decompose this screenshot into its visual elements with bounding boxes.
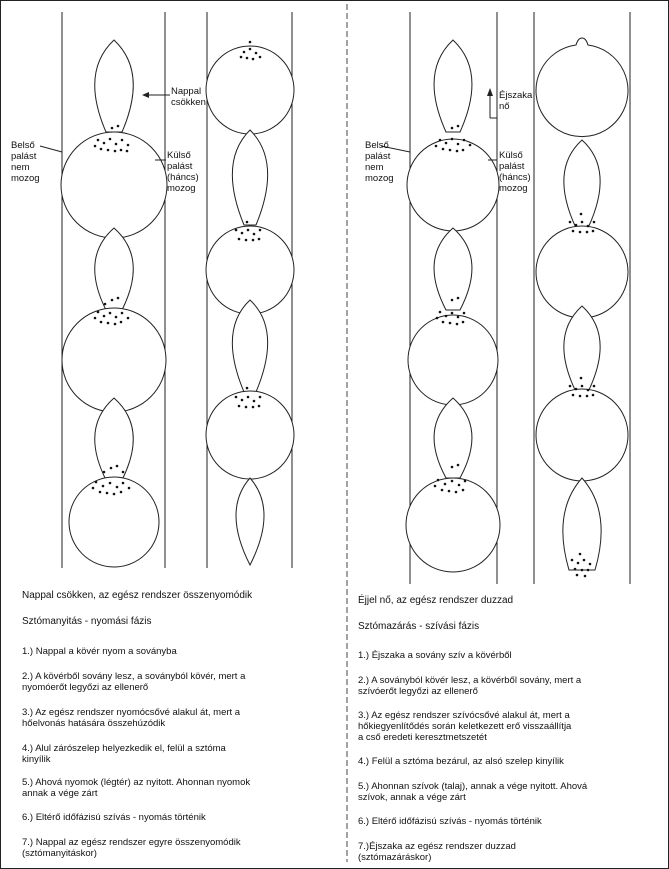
left-step-4-line-1: 4.) Alul zárószelep helyezkedik el, felü… xyxy=(22,743,227,754)
round-chamber xyxy=(535,388,629,482)
left-step-3-line-2: hőelvonás hatására összehúzódik xyxy=(22,718,165,729)
left-subheading: Sztómanyitás - nyomási fázis xyxy=(22,616,152,627)
left-step-2-line-2: nyomóerőt legyőzi az ellenerő xyxy=(22,682,148,693)
annotation-kulso-4: mozog xyxy=(167,183,196,194)
round-chamber xyxy=(68,476,160,568)
right-step-2-line-1: 2.) A soványból kövér lesz, a kövérből s… xyxy=(358,675,582,686)
left-step-7-line-1: 7.) Nappal az egész rendszer egyre össze… xyxy=(22,837,241,848)
round-chamber xyxy=(205,390,295,480)
right-particles xyxy=(433,124,596,578)
left-step-4-line-2: kinyílik xyxy=(22,754,51,765)
round-chamber xyxy=(407,314,499,406)
right-step-7-line-2: (sztómazáráskor) xyxy=(358,852,431,863)
right-tube-walls xyxy=(409,12,631,584)
right-step-3-line-2: hőkiegyenlítődés során keletkezett erő v… xyxy=(358,721,572,732)
annotation-belso-4: mozog xyxy=(365,173,394,184)
lens-chamber xyxy=(235,477,265,567)
left-annotations: Nappal csökken Belső palást nem mozog Kü… xyxy=(11,86,206,194)
right-subheading: Sztómazárás - szívási fázis xyxy=(358,621,479,632)
left-chambers xyxy=(60,39,295,568)
annotation-ejszaka-1: Éjszaka xyxy=(499,90,533,101)
left-tube-walls xyxy=(61,12,293,568)
round-chamber xyxy=(406,138,500,232)
left-step-3-line-1: 3.) Az egész rendszer nyomócsővé alakul … xyxy=(22,707,241,718)
left-step-5-line-1: 5.) Ahová nyomok (légtér) az nyitott. Ah… xyxy=(22,777,250,788)
annotation-kulso-1: Külső xyxy=(167,150,191,161)
annotation-nappal-2: csökken xyxy=(171,97,206,108)
round-chamber xyxy=(205,45,295,135)
right-step-3-line-3: a cső eredeti keresztmetszetét xyxy=(358,732,487,743)
annotation-kulso-3: (háncs) xyxy=(499,172,531,183)
annotation-kulso-2: palást xyxy=(167,161,193,172)
left-step-6-line-1: 6.) Eltérő időfázisú szívás - nyomás tör… xyxy=(22,812,206,823)
round-chamber xyxy=(535,37,629,138)
annotation-kulso-3: (háncs) xyxy=(167,172,199,183)
right-step-1-line-1: 1.) Éjszaka a sovány szív a kövérből xyxy=(358,650,512,661)
annotation-belso-2: palást xyxy=(11,151,37,162)
annotation-belso-4: mozog xyxy=(11,173,40,184)
right-step-4-line-1: 4.) Felül a sztóma bezárul, az alsó szel… xyxy=(358,756,564,767)
right-annotations: Éjszaka nő Belső palást nem mozog Külső … xyxy=(365,88,533,194)
left-text: Nappal csökken, az egész rendszer összen… xyxy=(22,590,253,859)
lens-chamber xyxy=(433,39,473,133)
annotation-kulso-4: mozog xyxy=(499,183,528,194)
right-text: Éjjel nő, az egész rendszer duzzad Sztóm… xyxy=(358,593,588,863)
left-step-7-line-2: (sztómanyitáskor) xyxy=(22,848,97,859)
annotation-belso-1: Belső xyxy=(11,140,35,151)
right-heading: Éjjel nő, az egész rendszer duzzad xyxy=(358,593,513,606)
round-chamber xyxy=(405,477,501,573)
annotation-ejszaka-2: nő xyxy=(499,101,510,112)
left-step-2-line-1: 2.) A kövérből sovány lesz, a soványból … xyxy=(22,671,246,682)
right-step-7-line-1: 7.)Éjszaka az egész rendszer duzzad xyxy=(358,841,516,852)
annotation-belso-2: palást xyxy=(365,151,391,162)
lens-chamber xyxy=(433,227,473,311)
annotation-kulso-2: palást xyxy=(499,161,525,172)
left-step-5-line-2: annak a vége zárt xyxy=(22,788,98,799)
right-step-5-line-1: 5.) Ahonnan szívok (talaj), annak a vége… xyxy=(358,781,588,792)
left-particles xyxy=(91,40,262,496)
annotation-kulso-1: Külső xyxy=(499,150,523,161)
left-step-1-line-1: 1.) Nappal a kövér nyom a soványba xyxy=(22,646,177,657)
annotation-belso-3: nem xyxy=(365,162,384,173)
round-chamber xyxy=(535,225,629,319)
annotation-belso-3: nem xyxy=(11,162,30,173)
right-step-5-line-2: szívok, annak a vége zárt xyxy=(358,792,466,803)
round-chamber xyxy=(60,131,168,239)
right-step-3-line-1: 3.) Az egész rendszer szívócsővé alakul … xyxy=(358,710,570,721)
annotation-nappal-1: Nappal xyxy=(171,86,201,97)
right-step-6-line-1: 6.) Eltérő időfázisú szívás - nyomás tör… xyxy=(358,816,542,827)
annotation-belso-1: Belső xyxy=(365,140,389,151)
left-heading: Nappal csökken, az egész rendszer összen… xyxy=(22,590,253,601)
lens-chamber xyxy=(231,129,269,226)
right-step-2-line-2: szívóerőt legyőzi az ellenerő xyxy=(358,686,478,697)
